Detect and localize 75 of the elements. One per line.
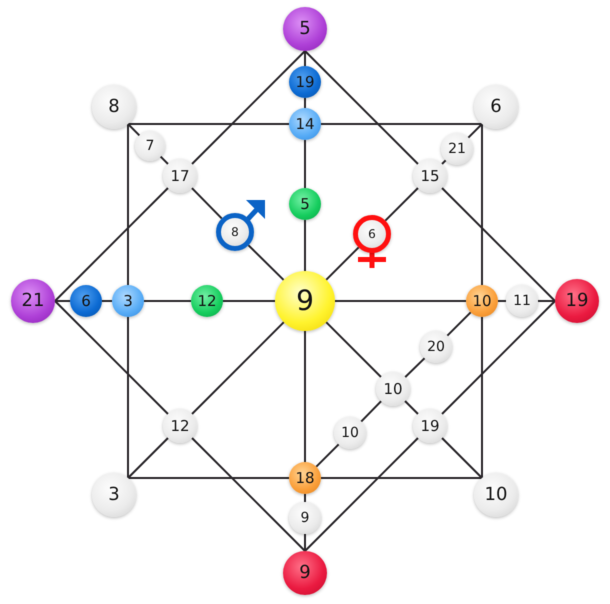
number-circle: 21 [11,279,55,323]
number-circle: 19 [413,409,447,443]
number-circle: 6 [474,85,518,129]
connector-line [191,322,284,415]
number-circle: 19 [289,66,321,98]
connector-line [191,187,222,220]
connector-line [223,300,275,302]
number-circle: 9 [289,502,321,534]
number-circle: 6 [353,215,391,253]
connector-line [538,300,555,302]
number-circle: 10 [376,372,410,406]
connector-line [102,300,112,302]
connector-line [304,51,306,66]
connector-line [55,300,70,302]
connector-line [304,494,306,502]
connector-line [304,437,419,552]
connector-line [127,437,169,479]
number-circle: 8 [216,213,254,251]
connector-line [128,123,289,125]
connector-line [321,477,482,479]
number-circle: 10 [334,417,366,449]
number-circle: 20 [420,331,452,363]
connector-line [127,124,129,285]
number-circle: 9 [283,551,327,595]
connector-line [191,437,306,552]
connector-line [128,477,289,479]
connector-line [144,300,191,302]
number-circle: 3 [92,473,136,517]
number-circle: 3 [112,285,144,317]
number-circle: 12 [163,409,197,443]
number-circle: 15 [413,159,447,193]
connector-line [54,300,169,415]
number-circle: 10 [466,285,498,317]
connector-line [446,312,472,336]
number-circle: 17 [163,159,197,193]
number-circle: 10 [474,473,518,517]
connector-line [384,187,419,222]
connector-line [304,50,419,165]
number-circle: 21 [441,133,473,165]
connector-line [127,123,140,136]
connector-line [441,187,556,302]
connector-line [321,123,482,125]
number-circle: 14 [289,108,321,140]
connector-line [468,123,483,138]
connector-line [404,357,426,378]
number-circle: 6 [70,285,102,317]
connector-line [304,220,306,271]
connector-line [441,300,556,415]
connector-line [326,246,360,280]
connector-line [441,437,483,479]
connector-line [304,331,306,462]
number-circle: 8 [92,85,136,129]
connector-line [304,140,306,188]
connector-line [498,300,506,302]
number-circle: 11 [506,285,538,317]
connector-line [481,124,483,285]
number-circle: 7 [135,131,165,161]
connector-line [304,534,306,551]
connector-line [127,317,129,478]
number-circle: 5 [289,188,321,220]
connector-line [404,400,419,415]
connector-line [360,400,382,422]
connector-line [481,317,483,478]
number-circle: 18 [289,462,321,494]
connector-line [316,444,340,468]
connector-line [304,98,306,108]
connector-line [335,300,466,302]
connector-line [326,322,382,378]
connector-line [160,156,169,165]
connector-line [191,50,306,165]
number-circle: 5 [283,7,327,51]
number-circle: 19 [555,279,599,323]
connector-line [54,187,169,302]
number-circle: 12 [191,285,223,317]
number-circle: 9 [275,271,335,331]
